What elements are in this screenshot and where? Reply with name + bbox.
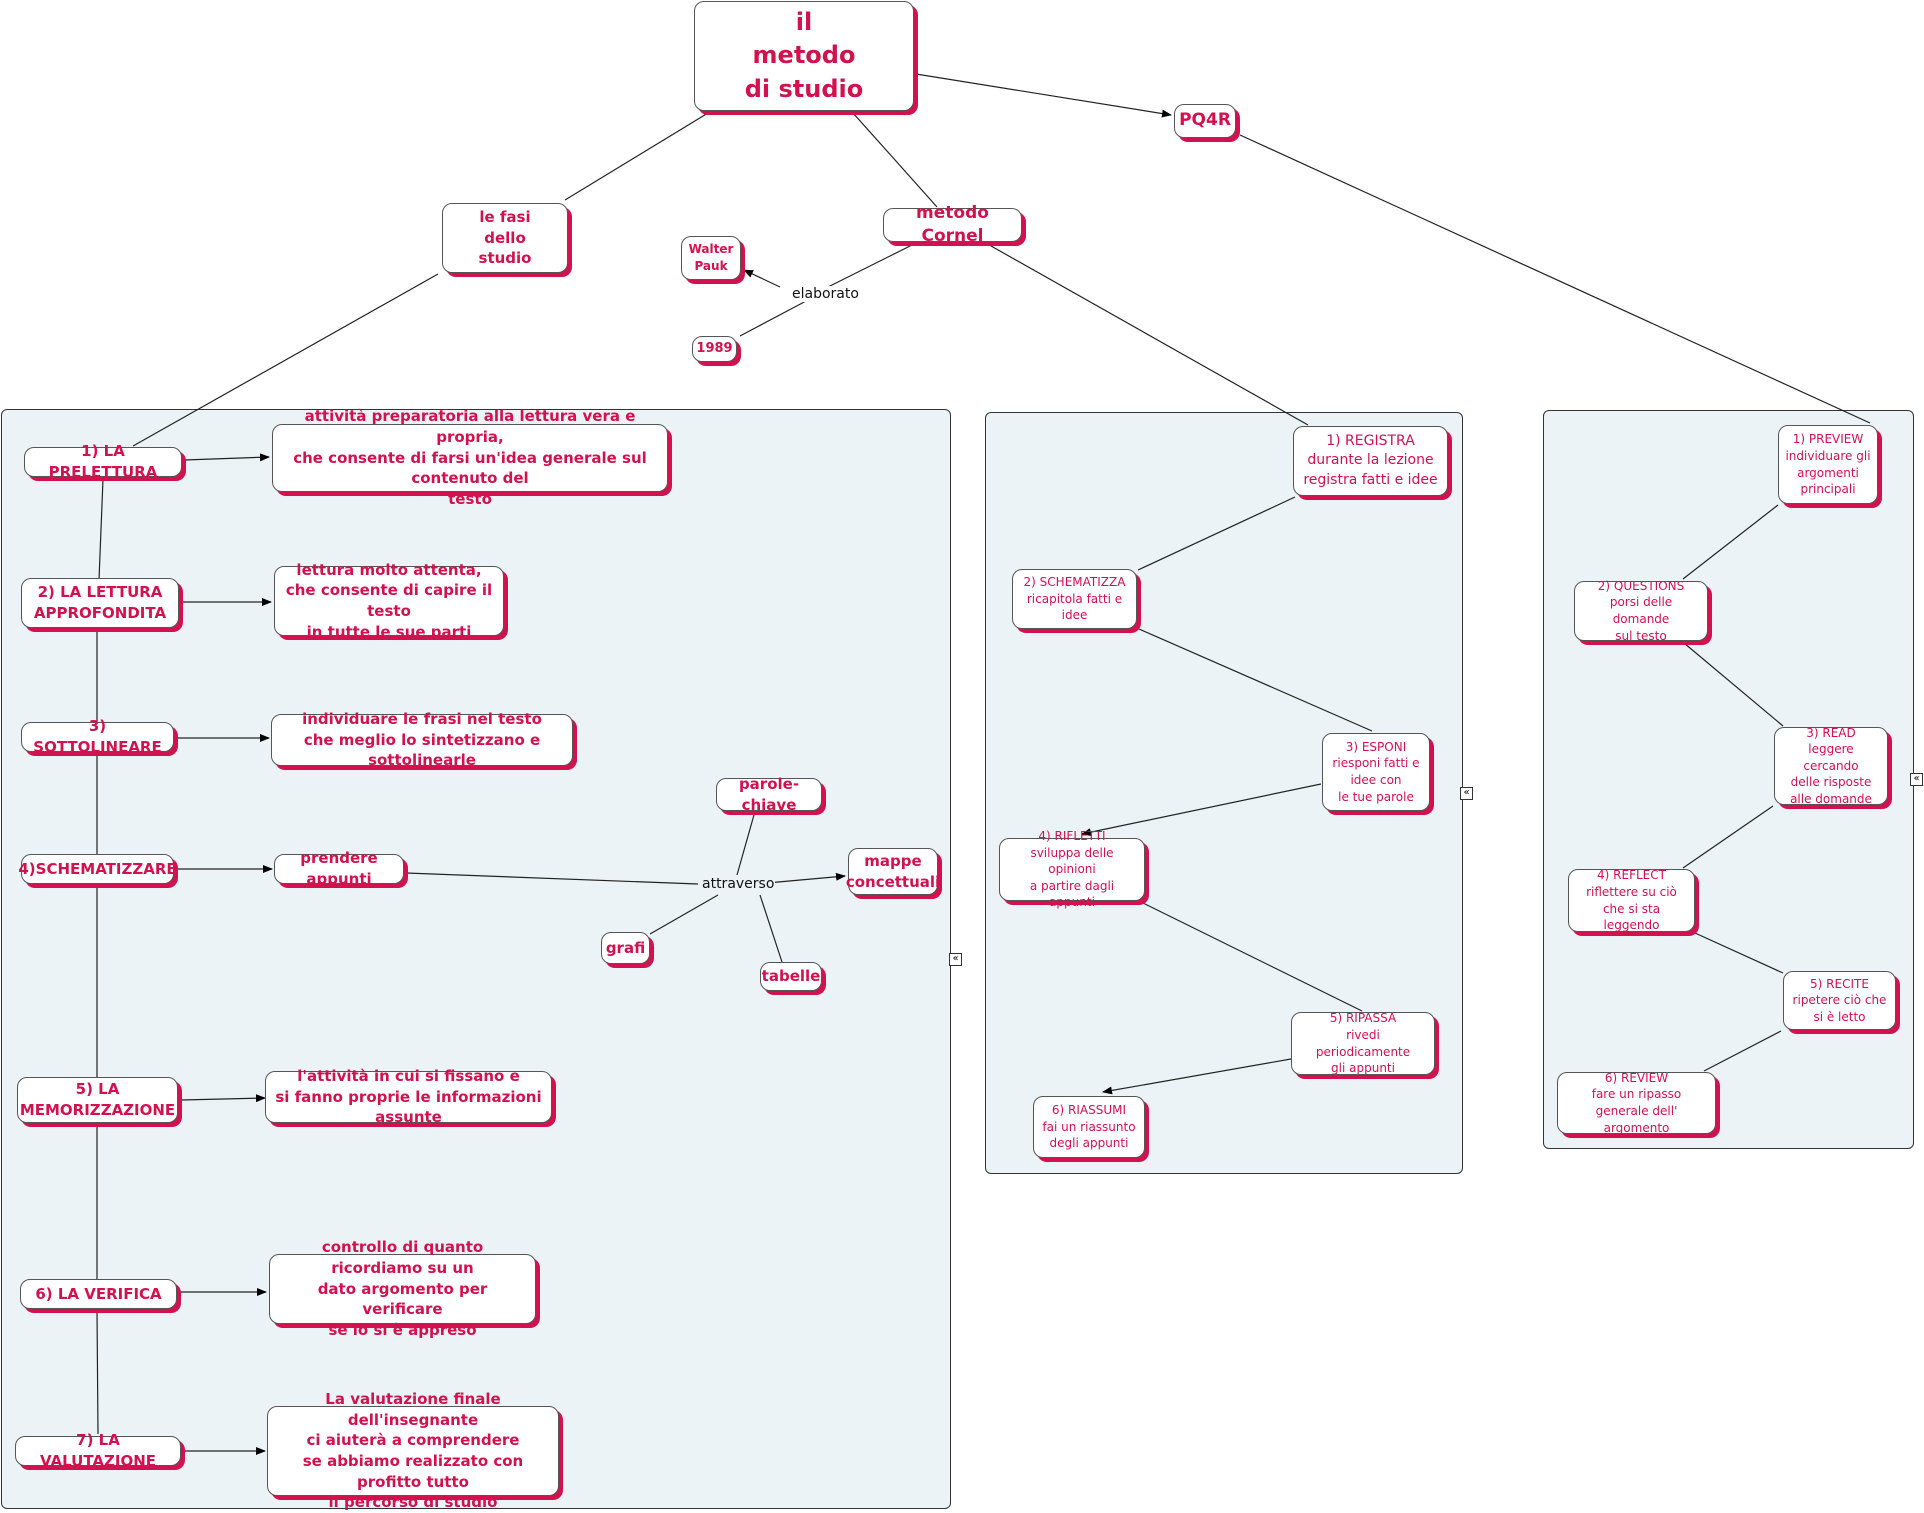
fase-desc-6[interactable]: controllo di quanto ricordiamo su un dat… [269,1238,536,1339]
fase-desc-2[interactable]: lettura molto attenta, che consente di c… [274,561,504,641]
attraverso-text: attraverso [701,876,776,892]
tool-grafi[interactable]: grafi [601,932,650,964]
pq4r-step-5[interactable]: 5) RECITE ripetere ciò che si è letto [1783,971,1896,1030]
tool-mappe-concettuali[interactable]: mappe concettuali [846,848,940,895]
fase-desc-5[interactable]: l'attività in cui si fissano e si fanno … [265,1067,552,1126]
year-node[interactable]: 1989 [692,336,737,362]
cornel-step-4[interactable]: 4) RIFLETTI sviluppa delle opinioni a pa… [999,829,1145,909]
pq4r-node[interactable]: PQ4R [1174,104,1236,138]
cornel-node[interactable]: metodo Cornel [883,203,1022,246]
fase-step-1[interactable]: 1) LA PRELETTURA [24,442,182,481]
cornel-step-3[interactable]: 3) ESPONI riesponi fatti e idee con le t… [1322,733,1430,811]
cornel-step-6[interactable]: 6) RIASSUMI fai un riassunto degli appun… [1033,1096,1145,1158]
pq4r-step-6[interactable]: 6) REVIEW fare un ripasso generale dell'… [1557,1071,1716,1135]
fase-desc-3[interactable]: individuare le frasi nel testo che megli… [271,710,573,769]
elaborato-text: elaborato [791,286,860,302]
tool-tabelle[interactable]: tabelle [760,962,822,991]
fase-step-5[interactable]: 5) LA MEMORIZZAZIONE [17,1077,178,1123]
fase-desc-4[interactable]: prendere appunti [274,849,404,888]
pq4r-step-2[interactable]: 2) QUESTIONS porsi delle domande sul tes… [1574,579,1708,643]
fase-step-3[interactable]: 3) SOTTOLINEARE [21,717,174,756]
root-node[interactable]: il metodo di studio [694,1,914,111]
pq4r-step-3[interactable]: 3) READ leggere cercando delle risposte … [1774,726,1888,806]
fase-step-6[interactable]: 6) LA VERIFICA [20,1279,177,1309]
tool-parole-chiave[interactable]: parole-chiave [716,775,822,814]
fase-step-2[interactable]: 2) LA LETTURA APPROFONDITA [21,578,179,628]
fase-step-7[interactable]: 7) LA VALUTAZIONE [15,1431,181,1470]
elaborato-label: elaborato [791,286,860,302]
cornel-step-5[interactable]: 5) RIPASSA rivedi periodicamente gli app… [1291,1011,1435,1075]
pq4r-step-4[interactable]: 4) REFLECT riflettere su ciò che si sta … [1568,868,1695,932]
fase-step-4[interactable]: 4)SCHEMATIZZARE [18,854,177,884]
fase-desc-7[interactable]: La valutazione finale dell'insegnante ci… [267,1390,559,1511]
cornel-step-2[interactable]: 2) SCHEMATIZZA ricapitola fatti e idee [1012,569,1137,629]
pq4r-collapse-icon[interactable]: « [1910,773,1923,786]
fasi-node[interactable]: le fasi dello studio [442,203,568,273]
attraverso-label: attraverso [701,876,776,892]
walter-pauk-node[interactable]: Walter Pauk [681,236,741,280]
cornel-step-1[interactable]: 1) REGISTRA durante la lezione registra … [1293,426,1448,496]
fasi-collapse-icon[interactable]: « [949,953,962,966]
fase-desc-1[interactable]: attività preparatoria alla lettura vera … [272,407,668,508]
pq4r-step-1[interactable]: 1) PREVIEW individuare gli argomenti pri… [1778,425,1878,504]
cornel-collapse-icon[interactable]: « [1460,787,1473,800]
